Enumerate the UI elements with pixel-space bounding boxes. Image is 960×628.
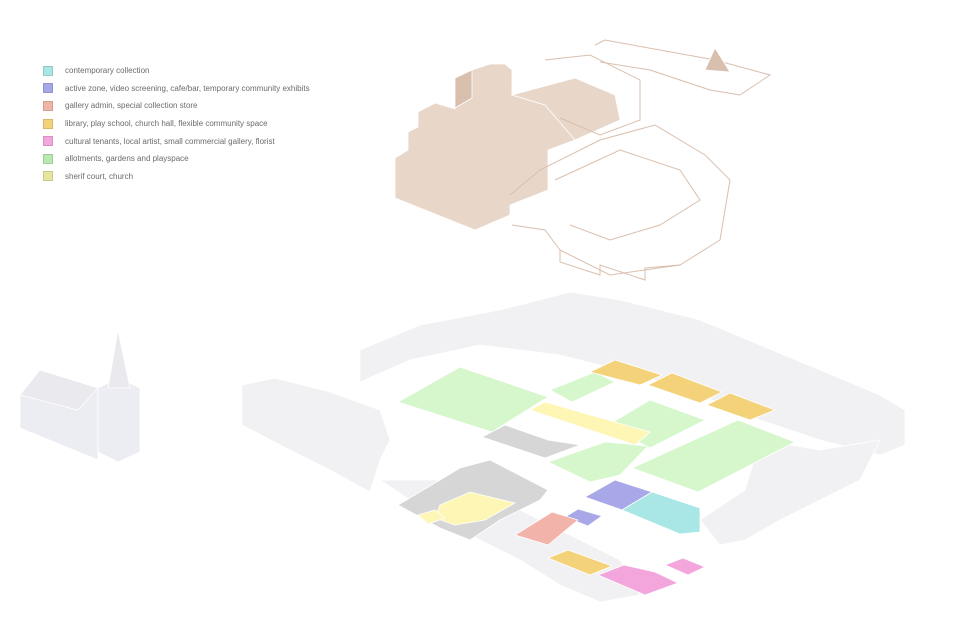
- legend-swatch: [43, 65, 53, 76]
- church-tower: [97, 377, 141, 463]
- upper-massing: [394, 39, 772, 281]
- ghost-row-left: [241, 377, 391, 493]
- church-spire: [107, 329, 131, 389]
- legend-item-cultural-tenants: cultural tenants, local artist, small co…: [43, 132, 310, 150]
- legend-item-library: library, play school, church hall, flexi…: [43, 115, 310, 133]
- ground-plan: [397, 359, 796, 596]
- legend-label: gallery admin, special collection store: [65, 101, 198, 111]
- legend-swatch: [43, 118, 53, 129]
- church: [19, 329, 141, 463]
- roof-top-right: [704, 47, 731, 73]
- garden-large-right: [630, 419, 796, 493]
- central-building: [528, 401, 651, 446]
- gallery-admin-block: [514, 511, 579, 546]
- yellow-court-small: [417, 509, 446, 525]
- gallery-roof-ridges: [554, 149, 701, 241]
- grey-block-top: [480, 424, 582, 459]
- ghost-row-right: [699, 439, 881, 546]
- legend-swatch: [43, 153, 53, 164]
- ghost-row-back: [359, 291, 906, 456]
- library-block-4: [546, 549, 614, 576]
- castle-annex: [510, 77, 621, 141]
- library-block-3: [705, 392, 777, 421]
- library-block-2: [646, 372, 723, 404]
- legend-swatch: [43, 83, 53, 94]
- gallery-roof-outline: [509, 124, 731, 276]
- garden-top-strip: [549, 371, 616, 403]
- legend-swatch: [43, 136, 53, 147]
- legend-swatch: [43, 171, 53, 182]
- contemporary-block: [621, 491, 701, 535]
- roof-outline-upper: [544, 54, 641, 136]
- legend-item-contemporary: contemporary collection: [43, 62, 310, 80]
- garden-center: [546, 441, 649, 483]
- legend-label: sherif court, church: [65, 171, 134, 181]
- legend-label: cultural tenants, local artist, small co…: [65, 136, 275, 146]
- legend-item-allotments: allotments, gardens and playspace: [43, 150, 310, 168]
- active-zone-small: [564, 508, 603, 527]
- legend-label: allotments, gardens and playspace: [65, 154, 189, 164]
- legend-label: contemporary collection: [65, 66, 150, 76]
- legend-label: active zone, video screening, cafe/bar, …: [65, 83, 310, 93]
- castle-tower: [454, 69, 473, 109]
- legend: contemporary collection active zone, vid…: [43, 62, 310, 185]
- library-block-1: [588, 359, 664, 386]
- castle-block: [394, 63, 576, 231]
- roof-outline-right: [594, 39, 772, 96]
- garden-large-left: [397, 366, 549, 433]
- cultural-tenants-large: [596, 564, 680, 596]
- legend-item-sherif-court: sherif court, church: [43, 168, 310, 186]
- legend-item-active-zone: active zone, video screening, cafe/bar, …: [43, 80, 310, 98]
- cultural-tenants-small: [663, 557, 706, 576]
- gallery-columns: [559, 250, 681, 281]
- legend-swatch: [43, 100, 53, 111]
- legend-item-gallery-admin: gallery admin, special collection store: [43, 97, 310, 115]
- legend-label: library, play school, church hall, flexi…: [65, 119, 268, 129]
